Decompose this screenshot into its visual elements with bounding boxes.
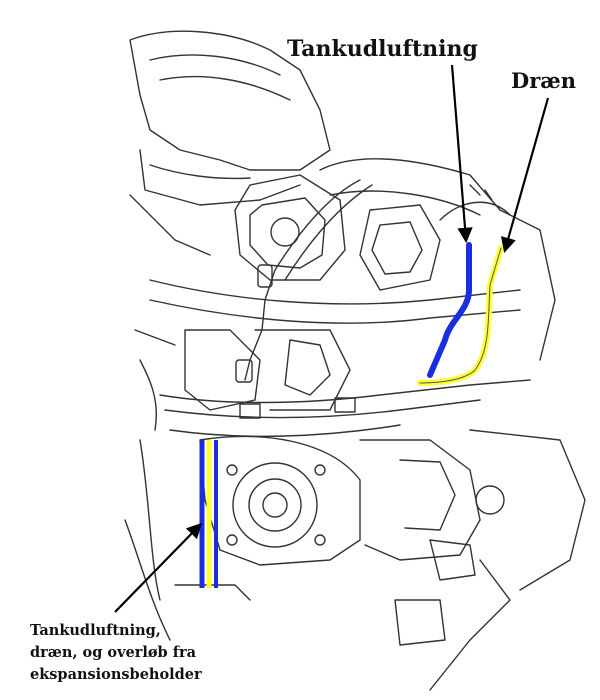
engine-outline bbox=[124, 30, 586, 691]
arrow-tank-vent bbox=[450, 64, 473, 244]
drain-label: Dræn bbox=[511, 68, 577, 93]
drain-hose-upper bbox=[417, 245, 504, 386]
vent-hose-upper bbox=[427, 242, 472, 378]
tank-vent-label: Tankudluftning bbox=[287, 36, 478, 62]
combined-hoses-label: Tankudluftning, dræn, og overløb fra eks… bbox=[30, 620, 202, 686]
combined-label-line: dræn, og overløb fra bbox=[30, 644, 197, 661]
pointer-arrows bbox=[114, 64, 550, 613]
combined-label-line: ekspansionsbeholder bbox=[30, 666, 202, 683]
arrow-drain bbox=[500, 97, 550, 253]
arrow-combined bbox=[114, 522, 203, 613]
combined-hoses-lower bbox=[199, 440, 218, 588]
combined-label-line: Tankudluftning, bbox=[30, 622, 161, 639]
